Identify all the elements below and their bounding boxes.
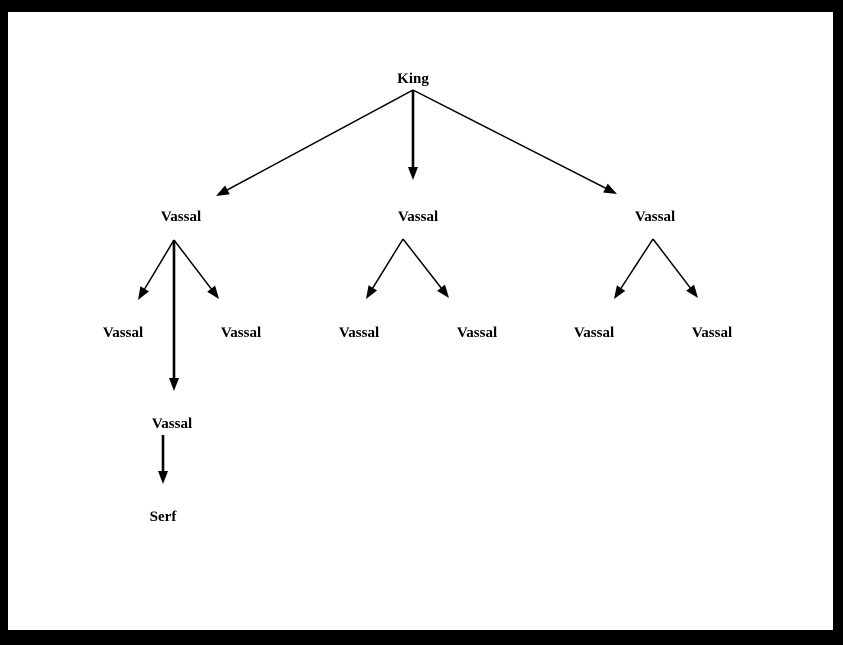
- arrowhead-v2-to-v2a: [366, 285, 378, 299]
- arrowhead-king-to-v1: [216, 185, 230, 196]
- node-label-v1a: Vassal: [103, 325, 143, 341]
- edge-v2-to-v2b: [402, 238, 442, 289]
- edges-layer: [138, 89, 698, 484]
- arrowhead-v2-to-v2b: [437, 284, 449, 298]
- edge-v3-to-v3a: [620, 238, 654, 289]
- arrowhead-king-to-v3: [603, 183, 617, 194]
- arrowhead-v3-to-v3a: [614, 285, 626, 299]
- arrowhead-v1-to-v1c: [169, 378, 179, 391]
- arrowhead-v3-to-v3b: [686, 284, 698, 298]
- node-label-v3b: Vassal: [692, 325, 732, 341]
- node-label-v3: Vassal: [635, 209, 675, 225]
- node-label-king: King: [397, 71, 429, 87]
- node-label-v2a: Vassal: [339, 325, 379, 341]
- node-label-v1c: Vassal: [152, 416, 192, 432]
- node-label-serf: Serf: [150, 509, 178, 525]
- edge-king-to-v1: [227, 89, 414, 191]
- node-label-v2: Vassal: [398, 209, 438, 225]
- arrowhead-v1-to-v1b: [207, 285, 219, 299]
- edge-king-to-v3: [412, 89, 606, 189]
- arrowhead-v1-to-v1a: [138, 286, 149, 300]
- node-label-v1: Vassal: [161, 209, 201, 225]
- node-label-v1b: Vassal: [221, 325, 261, 341]
- edge-v1-to-v1b: [173, 239, 212, 290]
- node-label-v2b: Vassal: [457, 325, 497, 341]
- edge-v3-to-v3b: [652, 238, 691, 289]
- arrowhead-v1c-to-serf: [158, 471, 168, 484]
- arrowhead-king-to-v2: [408, 167, 418, 180]
- edge-v1-to-v1a: [144, 239, 175, 290]
- node-label-v3a: Vassal: [574, 325, 614, 341]
- edge-v2-to-v2a: [372, 238, 404, 289]
